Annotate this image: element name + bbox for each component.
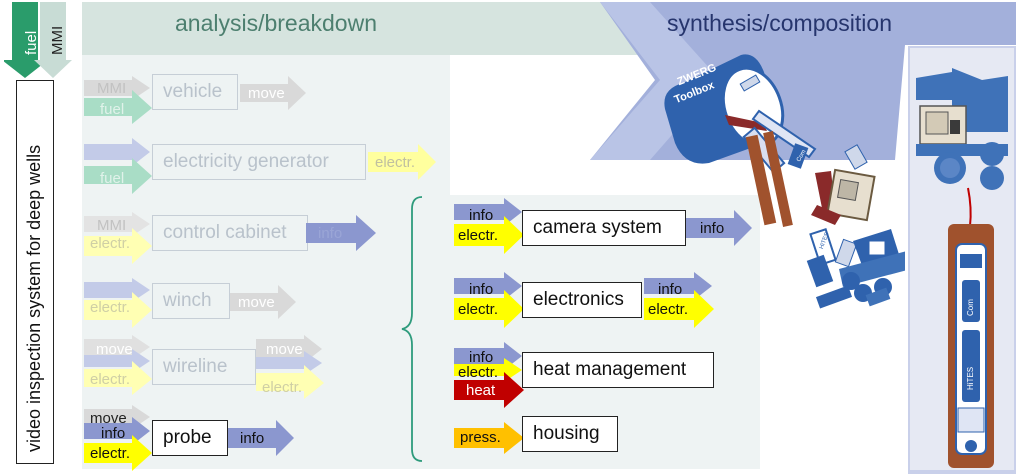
synthesis-header: synthesis/composition bbox=[667, 10, 892, 36]
probe-input-arrows bbox=[84, 405, 152, 471]
cabinet-in-electr: electr. bbox=[90, 235, 131, 252]
probe-hites-label: HiTES bbox=[966, 366, 975, 390]
wireline-out-electr: electr. bbox=[262, 379, 303, 396]
camera-in-info: info bbox=[469, 207, 494, 224]
housing-input-arrow bbox=[454, 422, 524, 454]
vehicle-input-arrows bbox=[84, 76, 152, 124]
wireline-input-arrows bbox=[84, 335, 152, 395]
probe-in-move: move bbox=[90, 410, 127, 427]
probe-out-arrow bbox=[228, 420, 294, 456]
vehicle-box: vehicle bbox=[152, 74, 238, 110]
electronics-out-arrows bbox=[644, 272, 714, 328]
vehicle-in-fuel: fuel bbox=[100, 101, 125, 118]
analysis-band bbox=[82, 2, 650, 55]
electronics-out-info: info bbox=[658, 281, 683, 298]
cabinet-out-arrow bbox=[306, 215, 376, 251]
cabinet-out-info: info bbox=[318, 225, 343, 242]
camera-in-electr: electr. bbox=[458, 227, 499, 244]
electronics-box: electronics bbox=[522, 282, 642, 318]
electronics-in-electr: electr. bbox=[458, 301, 499, 318]
electronics-input-arrows bbox=[454, 272, 524, 328]
toolbox-illustration bbox=[664, 54, 905, 309]
vehicle-out-move: move bbox=[248, 85, 285, 102]
heat-box: heat management bbox=[522, 352, 714, 388]
probe-box: probe bbox=[152, 420, 228, 456]
probe-out-info: info bbox=[240, 430, 265, 447]
generator-in-fuel: fuel bbox=[100, 170, 125, 187]
wireline-in-electr: electr. bbox=[90, 371, 131, 388]
heat-in-info: info bbox=[469, 349, 494, 366]
wireline-box: wireline bbox=[152, 349, 256, 385]
generator-out-electr: electr. bbox=[375, 154, 416, 171]
vehicle-out-arrow bbox=[240, 76, 306, 110]
heat-in-heat: heat bbox=[466, 382, 496, 399]
probe-in-electr: electr. bbox=[90, 445, 131, 462]
probe-in-info: info bbox=[101, 425, 126, 442]
top-mmi-label: MMI bbox=[49, 25, 66, 55]
cabinet-in-mmi: MMI bbox=[97, 217, 127, 234]
grouping-brace bbox=[401, 196, 423, 462]
electronics-in-info: info bbox=[469, 281, 494, 298]
wireline-out-move: move bbox=[266, 341, 303, 358]
assembled-system-illustration bbox=[916, 68, 1008, 468]
electronics-out-electr: electr. bbox=[648, 301, 689, 318]
generator-box: electricity generator bbox=[152, 144, 366, 180]
winch-input-arrows bbox=[84, 278, 152, 328]
winch-out-move: move bbox=[238, 294, 275, 311]
fuel-mmi-arrow bbox=[4, 2, 72, 78]
camera-box: camera system bbox=[522, 210, 686, 246]
winch-in-electr: electr. bbox=[90, 299, 131, 316]
system-box bbox=[16, 80, 54, 464]
heat-input-arrows bbox=[454, 342, 524, 408]
winch-out-arrow bbox=[230, 285, 296, 319]
winch-box: winch bbox=[152, 283, 230, 319]
cabinet-box: control cabinet bbox=[152, 215, 308, 251]
camera-out-arrow bbox=[686, 210, 752, 246]
wireline-out-arrows bbox=[256, 335, 324, 399]
vehicle-in-mmi: MMI bbox=[97, 80, 127, 97]
analysis-panel bbox=[82, 55, 450, 469]
probe-com-label: Com bbox=[966, 299, 975, 316]
generator-out-arrow bbox=[368, 144, 436, 180]
wireline-in-move: move bbox=[96, 341, 133, 358]
cabinet-input-arrows bbox=[84, 212, 152, 264]
generator-input-arrows bbox=[84, 138, 152, 194]
housing-box: housing bbox=[522, 416, 618, 452]
system-title: video inspection system for deep wells bbox=[24, 144, 44, 452]
analysis-header: analysis/breakdown bbox=[175, 10, 378, 36]
top-fuel-label: fuel bbox=[23, 30, 40, 55]
housing-in-press: press. bbox=[460, 429, 501, 446]
heat-in-electr: electr. bbox=[458, 364, 499, 381]
camera-out-info: info bbox=[700, 220, 725, 237]
camera-input-arrows bbox=[454, 198, 524, 254]
